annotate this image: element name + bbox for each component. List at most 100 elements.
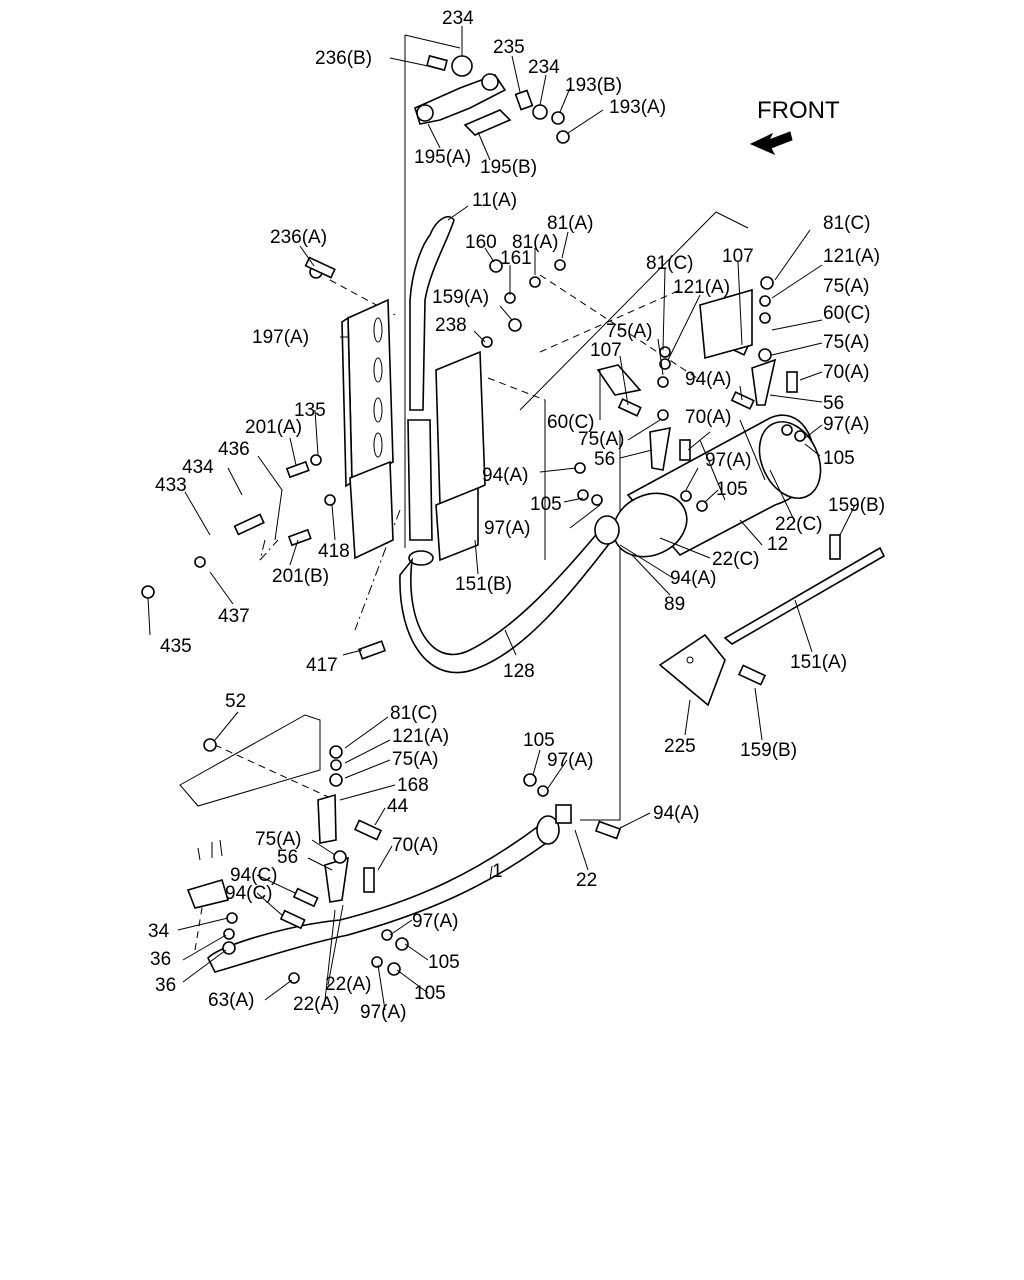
part-label: 107 — [590, 340, 622, 361]
part-label: 75(A) — [823, 332, 869, 353]
frame-panel-52 — [179, 714, 321, 807]
part-label: 121(A) — [673, 277, 730, 298]
part-label: 75(A) — [255, 829, 301, 850]
part-label: 94(C) — [230, 865, 278, 886]
part-label: 234 — [442, 8, 474, 29]
part-label: 418 — [318, 541, 350, 562]
tailpipe-11a — [407, 216, 455, 566]
part-label: 238 — [435, 315, 467, 336]
part-label: 105 — [414, 983, 446, 1004]
part-label: 22 — [576, 870, 597, 891]
part-label: 94(C) — [225, 883, 273, 904]
part-label: 105 — [523, 730, 555, 751]
part-label: 36 — [150, 949, 171, 970]
part-label: 56 — [277, 847, 298, 868]
part-labels: 234 236(B) 235 234 193(B) 193(A) 195(A) … — [148, 8, 885, 1023]
part-label: 60(C) — [547, 412, 595, 433]
clamp-assembly-top — [414, 54, 570, 144]
part-label: 81(C) — [390, 703, 438, 724]
part-label: 22(A) — [293, 994, 339, 1015]
part-label: 435 — [160, 636, 192, 657]
heat-shield-151b — [435, 350, 486, 562]
part-label: 81(A) — [512, 232, 558, 253]
part-label: 94(A) — [685, 369, 731, 390]
part-label: 94(A) — [653, 803, 699, 824]
part-label: 52 — [225, 691, 246, 712]
part-label: 75(A) — [606, 321, 652, 342]
part-label: 70(A) — [685, 407, 731, 428]
part-label: 44 — [387, 796, 409, 817]
heat-shield-151a — [723, 546, 886, 645]
part-label: 437 — [218, 606, 250, 627]
part-label: 159(A) — [432, 287, 489, 308]
part-label: 97(A) — [823, 414, 869, 435]
part-label: 105 — [823, 448, 855, 469]
bracket-197a — [341, 298, 394, 560]
part-label: 56 — [594, 449, 615, 470]
bracket-225 — [658, 633, 726, 707]
part-label: 159(B) — [740, 740, 797, 761]
part-label: 11(A) — [472, 190, 517, 211]
part-label: 97(A) — [412, 911, 458, 932]
part-label: 105 — [530, 494, 562, 515]
front-label: FRONT — [757, 97, 840, 124]
arrow-down-left-icon — [749, 131, 793, 156]
part-label: 235 — [493, 37, 525, 58]
part-label: 168 — [397, 775, 429, 796]
part-label: 97(A) — [484, 518, 530, 539]
part-label: 89 — [664, 594, 685, 615]
part-label: 22(C) — [712, 549, 760, 570]
part-label: 22(A) — [325, 974, 371, 995]
part-label: 151(B) — [455, 574, 512, 595]
part-label: 94(A) — [670, 568, 716, 589]
part-label: 75(A) — [578, 429, 624, 450]
part-label: 225 — [664, 736, 696, 757]
part-label: 417 — [306, 655, 338, 676]
part-label: 236(A) — [270, 227, 327, 248]
part-label: 201(A) — [245, 417, 302, 438]
part-label: 105 — [716, 479, 748, 500]
part-label: 195(A) — [414, 147, 471, 168]
part-label: 107 — [722, 246, 754, 267]
part-label: 193(B) — [565, 75, 622, 96]
part-label: 128 — [503, 661, 535, 682]
part-label: 159(B) — [828, 495, 885, 516]
part-label: 36 — [155, 975, 176, 996]
part-label: 160 — [465, 232, 497, 253]
part-label: 94(A) — [482, 465, 528, 486]
part-label: 97(A) — [547, 750, 593, 771]
part-label: 436 — [218, 439, 250, 460]
part-label: 97(A) — [360, 1002, 406, 1023]
part-label: 81(C) — [646, 253, 694, 274]
part-label: 433 — [155, 475, 187, 496]
pipe-128 — [399, 515, 620, 674]
part-label: 70(A) — [392, 835, 438, 856]
part-label: 70(A) — [823, 362, 869, 383]
part-label: 161 — [500, 248, 532, 269]
part-label: 75(A) — [823, 276, 869, 297]
part-label: 151(A) — [790, 652, 847, 673]
part-label: 22(C) — [775, 514, 823, 535]
part-label: 234 — [528, 57, 560, 78]
leader-lines — [147, 26, 856, 1011]
part-label: 34 — [148, 921, 170, 942]
part-label: 12 — [767, 534, 788, 555]
part-label: 197(A) — [252, 327, 309, 348]
part-label: 201(B) — [272, 566, 329, 587]
part-label: 434 — [182, 457, 214, 478]
part-label: 121(A) — [823, 246, 880, 267]
part-label: 63(A) — [208, 990, 254, 1011]
fasteners — [141, 256, 841, 984]
part-label: 97(A) — [705, 450, 751, 471]
part-label: 60(C) — [823, 303, 871, 324]
part-label: 195(B) — [480, 157, 537, 178]
part-label: 81(C) — [823, 213, 871, 234]
part-label: 81(A) — [547, 213, 593, 234]
part-label: 1 — [492, 861, 503, 882]
part-label: 75(A) — [392, 749, 438, 770]
part-label: 193(A) — [609, 97, 666, 118]
part-label: 135 — [294, 400, 326, 421]
part-label: 121(A) — [392, 726, 449, 747]
part-label: 105 — [428, 952, 460, 973]
